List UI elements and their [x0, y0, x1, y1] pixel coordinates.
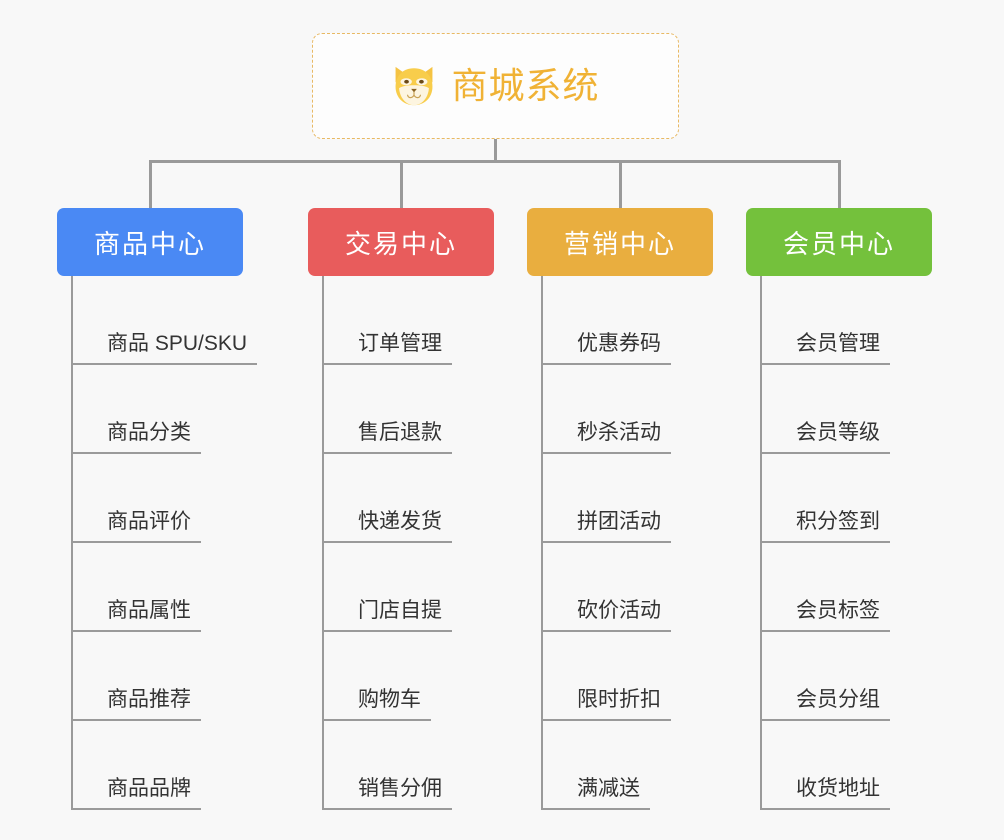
leaf-label: 门店自提: [324, 599, 452, 632]
leaf-label: 积分签到: [762, 510, 890, 543]
branch-header-label-2: 交易中心: [344, 228, 457, 259]
root-node[interactable]: 商城系统: [312, 33, 679, 139]
leaf-label: 购物车: [324, 688, 431, 721]
leaf-item[interactable]: 拼团活动: [543, 454, 721, 543]
branch-column-4: 会员管理 会员等级 积分签到 会员标签 会员分组 收货地址: [760, 276, 940, 810]
branch-header-2[interactable]: 交易中心: [308, 208, 494, 276]
leaf-item[interactable]: 商品评价: [73, 454, 301, 543]
leaf-label: 砍价活动: [543, 599, 671, 632]
leaf-label: 商品 SPU/SKU: [73, 332, 258, 365]
connector-drop-3: [619, 160, 622, 208]
branch-header-label-3: 营销中心: [563, 228, 676, 259]
leaf-item[interactable]: 售后退款: [324, 365, 502, 454]
leaf-label: 商品评价: [73, 510, 201, 543]
branch-column-1: 商品 SPU/SKU 商品分类 商品评价 商品属性 商品推荐 商品品牌: [71, 276, 301, 810]
leaf-label: 商品品牌: [73, 777, 201, 810]
leaf-item[interactable]: 秒杀活动: [543, 365, 721, 454]
leaf-item[interactable]: 商品分类: [73, 365, 301, 454]
branch-header-label-1: 商品中心: [93, 228, 206, 259]
connector-drop-1: [149, 160, 152, 208]
leaf-label: 商品推荐: [73, 688, 201, 721]
leaf-item[interactable]: 会员分组: [762, 632, 940, 721]
branch-header-label-4: 会员中心: [782, 228, 895, 259]
leaf-label: 会员标签: [762, 599, 890, 632]
leaf-label: 商品属性: [73, 599, 201, 632]
leaf-item[interactable]: 会员等级: [762, 365, 940, 454]
shiba-dog-icon: [396, 66, 433, 106]
connector-bus: [149, 160, 841, 163]
leaf-item[interactable]: 积分签到: [762, 454, 940, 543]
connector-root-stem: [494, 139, 497, 162]
connector-drop-4: [838, 160, 841, 208]
leaf-label: 秒杀活动: [543, 421, 671, 454]
leaf-item[interactable]: 商品 SPU/SKU: [73, 276, 301, 365]
leaf-item[interactable]: 限时折扣: [543, 632, 721, 721]
leaf-label: 快递发货: [324, 510, 452, 543]
leaf-label: 会员管理: [762, 332, 890, 365]
connector-drop-2: [400, 160, 403, 208]
root-title: 商城系统: [451, 65, 600, 106]
leaf-item[interactable]: 砍价活动: [543, 543, 721, 632]
leaf-label: 收货地址: [762, 777, 890, 810]
leaf-item[interactable]: 购物车: [324, 632, 502, 721]
leaf-item[interactable]: 收货地址: [762, 721, 940, 810]
leaf-item[interactable]: 优惠券码: [543, 276, 721, 365]
leaf-label: 会员分组: [762, 688, 890, 721]
leaf-item[interactable]: 会员标签: [762, 543, 940, 632]
leaf-label: 满减送: [543, 777, 650, 810]
leaf-item[interactable]: 销售分佣: [324, 721, 502, 810]
leaf-item[interactable]: 商品品牌: [73, 721, 301, 810]
leaf-label: 售后退款: [324, 421, 452, 454]
leaf-item[interactable]: 满减送: [543, 721, 721, 810]
leaf-item[interactable]: 订单管理: [324, 276, 502, 365]
branch-header-4[interactable]: 会员中心: [746, 208, 932, 276]
leaf-label: 会员等级: [762, 421, 890, 454]
leaf-item[interactable]: 门店自提: [324, 543, 502, 632]
branch-header-1[interactable]: 商品中心: [57, 208, 243, 276]
branch-column-2: 订单管理 售后退款 快递发货 门店自提 购物车 销售分佣: [322, 276, 502, 810]
leaf-item[interactable]: 会员管理: [762, 276, 940, 365]
leaf-label: 商品分类: [73, 421, 201, 454]
branch-header-3[interactable]: 营销中心: [527, 208, 713, 276]
branch-column-3: 优惠券码 秒杀活动 拼团活动 砍价活动 限时折扣 满减送: [541, 276, 721, 810]
leaf-label: 优惠券码: [543, 332, 671, 365]
leaf-label: 订单管理: [324, 332, 452, 365]
leaf-item[interactable]: 商品推荐: [73, 632, 301, 721]
leaf-label: 拼团活动: [543, 510, 671, 543]
leaf-item[interactable]: 商品属性: [73, 543, 301, 632]
leaf-item[interactable]: 快递发货: [324, 454, 502, 543]
leaf-label: 限时折扣: [543, 688, 671, 721]
leaf-label: 销售分佣: [324, 777, 452, 810]
